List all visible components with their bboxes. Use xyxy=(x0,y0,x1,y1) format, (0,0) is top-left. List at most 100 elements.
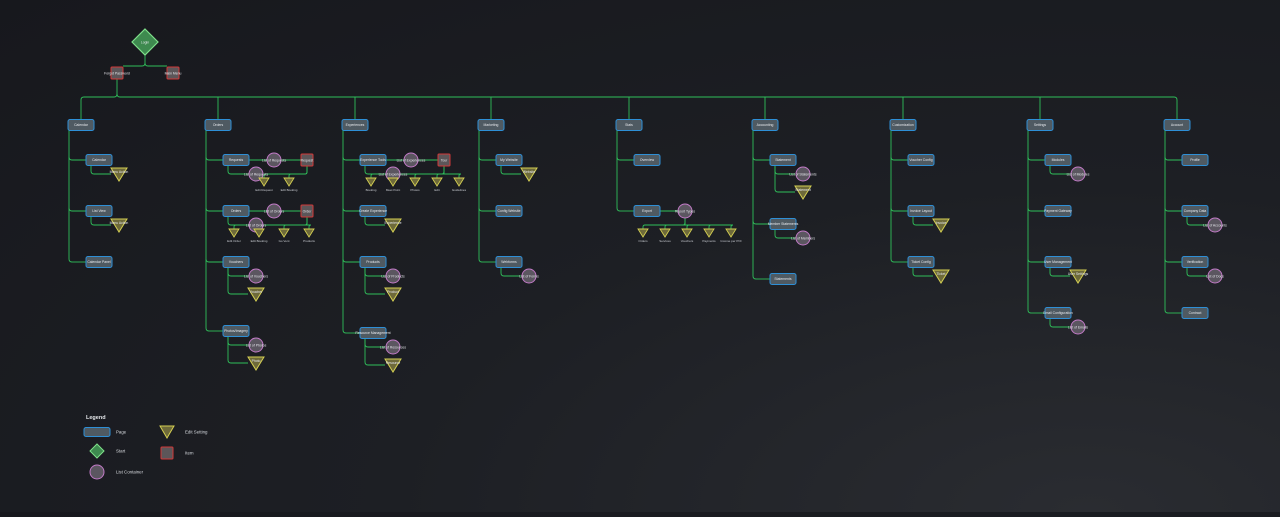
list-container[interactable]: List of Forms xyxy=(519,268,539,284)
list-container[interactable]: Report Types xyxy=(675,203,695,219)
edit-setting[interactable]: Photo xyxy=(247,356,265,371)
edit-setting[interactable]: Resource xyxy=(384,358,402,373)
page-label: Experiences xyxy=(346,123,365,127)
page-node[interactable]: Voucher Config xyxy=(907,154,935,166)
edit-setting[interactable]: Edit Booking xyxy=(251,228,268,243)
edit-setting[interactable]: Vouchers xyxy=(681,228,694,243)
connector-line xyxy=(90,216,111,226)
edit-setting[interactable]: Invoice xyxy=(932,218,950,233)
edit-setting[interactable]: Meet Point xyxy=(386,177,401,192)
edit-setting[interactable]: Ticket xyxy=(932,269,950,284)
page-node[interactable]: My Website xyxy=(495,154,523,166)
page-node[interactable]: Resource Management xyxy=(355,327,391,339)
section-settings[interactable]: Settings xyxy=(1026,119,1054,131)
start-node[interactable]: Login xyxy=(131,28,159,56)
edit-setting[interactable]: Services xyxy=(659,228,671,243)
list-container[interactable]: List of Resources xyxy=(380,339,406,355)
edit-setting[interactable]: Go Vent xyxy=(278,228,290,243)
section-accounting[interactable]: Accounting xyxy=(751,119,779,131)
edit-setting[interactable]: Photos xyxy=(409,177,421,192)
edit-setting[interactable]: Statement xyxy=(794,185,812,200)
page-node[interactable]: Profile xyxy=(1181,154,1209,166)
list-container[interactable]: List of Orders xyxy=(264,203,285,219)
list-container[interactable]: List of Emails xyxy=(1068,319,1088,335)
edit-setting[interactable]: Payments xyxy=(702,228,716,243)
edit-setting[interactable]: Website xyxy=(520,167,538,182)
edit-setting-shape xyxy=(453,177,465,187)
page-node[interactable]: Verification xyxy=(1181,256,1209,268)
page-node[interactable]: Statement xyxy=(769,154,797,166)
page-node[interactable]: Invoice Layout xyxy=(907,205,935,217)
list-container[interactable]: List of Statements xyxy=(789,166,817,182)
edit-setting[interactable]: Booking xyxy=(365,177,377,192)
page-node[interactable]: Create Experience xyxy=(359,205,387,217)
item[interactable]: Order xyxy=(300,204,314,218)
edit-setting-label: Voucher xyxy=(250,290,263,294)
edit-setting[interactable]: Edit Booking xyxy=(281,177,298,192)
edit-setting[interactable]: Income per POI xyxy=(720,228,742,243)
edit-setting[interactable]: Orders xyxy=(637,228,649,243)
page-node[interactable]: Ticket Config xyxy=(907,256,935,268)
list-container[interactable]: List of Requests xyxy=(262,152,287,168)
list-container[interactable]: List of Vouchers xyxy=(244,268,268,284)
edit-setting[interactable]: User Settings xyxy=(1068,269,1089,284)
page-node[interactable]: Experience Tools xyxy=(359,154,387,166)
page-node[interactable]: Vouchers xyxy=(222,256,250,268)
page-node[interactable]: Modules xyxy=(1044,154,1072,166)
list-container[interactable]: List of Members xyxy=(791,230,815,246)
edit-setting[interactable]: Edit Order xyxy=(227,228,241,243)
section-stats[interactable]: Stats xyxy=(615,119,643,131)
page-node[interactable]: Export xyxy=(633,205,661,217)
edit-setting[interactable]: Voucher xyxy=(247,287,265,302)
page-node[interactable]: Company Data xyxy=(1181,205,1209,217)
page-node[interactable]: Email Configuration xyxy=(1043,307,1073,319)
edit-setting[interactable]: Experience xyxy=(384,218,402,233)
page-node[interactable]: Statements xyxy=(769,273,797,285)
section-orders[interactable]: Orders xyxy=(204,119,232,131)
edit-setting[interactable]: Product xyxy=(384,287,402,302)
list-container[interactable]: List of Experiences xyxy=(397,152,426,168)
section-marketing[interactable]: Marketing xyxy=(477,119,505,131)
list-container[interactable]: List of Experiences xyxy=(379,166,408,182)
page-node[interactable]: Webforms xyxy=(495,256,523,268)
list-container[interactable]: List of Modules xyxy=(1067,166,1090,182)
page-node[interactable]: Member Statements xyxy=(768,218,799,230)
edit-setting[interactable]: Products xyxy=(303,228,315,243)
list-container[interactable]: List of Products xyxy=(381,268,405,284)
page-node[interactable]: List View xyxy=(85,205,113,217)
section-account[interactable]: Account xyxy=(1163,119,1191,131)
edit-setting-label: User Settings xyxy=(1068,272,1089,276)
item[interactable]: Main Menu xyxy=(165,66,182,80)
edit-setting[interactable]: Edit xyxy=(431,177,443,192)
page-node[interactable]: Payment Gateway xyxy=(1044,205,1072,217)
page-node[interactable]: Photos/Imagery xyxy=(222,325,250,337)
page-node[interactable]: Calendar xyxy=(85,154,113,166)
list-container[interactable]: List of Requests xyxy=(244,166,269,182)
page-label: Settings xyxy=(1034,123,1047,127)
page-node[interactable]: Overview xyxy=(633,154,661,166)
list-container[interactable]: List of Photos xyxy=(246,337,267,353)
page-node[interactable]: Products xyxy=(359,256,387,268)
edit-setting[interactable]: Menu Action xyxy=(110,218,129,233)
connector-line xyxy=(478,207,496,212)
list-container[interactable]: List of Docs xyxy=(1206,268,1224,284)
page-node[interactable]: User Management xyxy=(1044,256,1072,268)
edit-setting[interactable]: Guidelines xyxy=(452,177,467,192)
section-calendar[interactable]: Calendar xyxy=(67,119,95,131)
page-label: Modules xyxy=(1052,158,1065,162)
edit-setting-shape xyxy=(681,228,693,238)
item[interactable]: Forgot Password xyxy=(104,66,130,80)
page-node[interactable]: Config Website xyxy=(495,205,523,217)
edit-setting[interactable]: Menu Action xyxy=(110,167,129,182)
item[interactable]: Tour xyxy=(437,153,451,167)
section-customization[interactable]: Customization xyxy=(889,119,917,131)
page-node[interactable]: Requests xyxy=(222,154,250,166)
list-container[interactable]: List of Accounts xyxy=(1203,217,1227,233)
page-node[interactable]: Orders xyxy=(222,205,250,217)
section-experiences[interactable]: Experiences xyxy=(341,119,369,131)
page-label: Experience Tools xyxy=(360,158,386,162)
item[interactable]: Request xyxy=(300,153,314,167)
page-node[interactable]: Calendar Panel xyxy=(85,256,113,268)
edit-setting[interactable]: Edit Request xyxy=(255,177,273,192)
page-node[interactable]: Contract xyxy=(1181,307,1209,319)
